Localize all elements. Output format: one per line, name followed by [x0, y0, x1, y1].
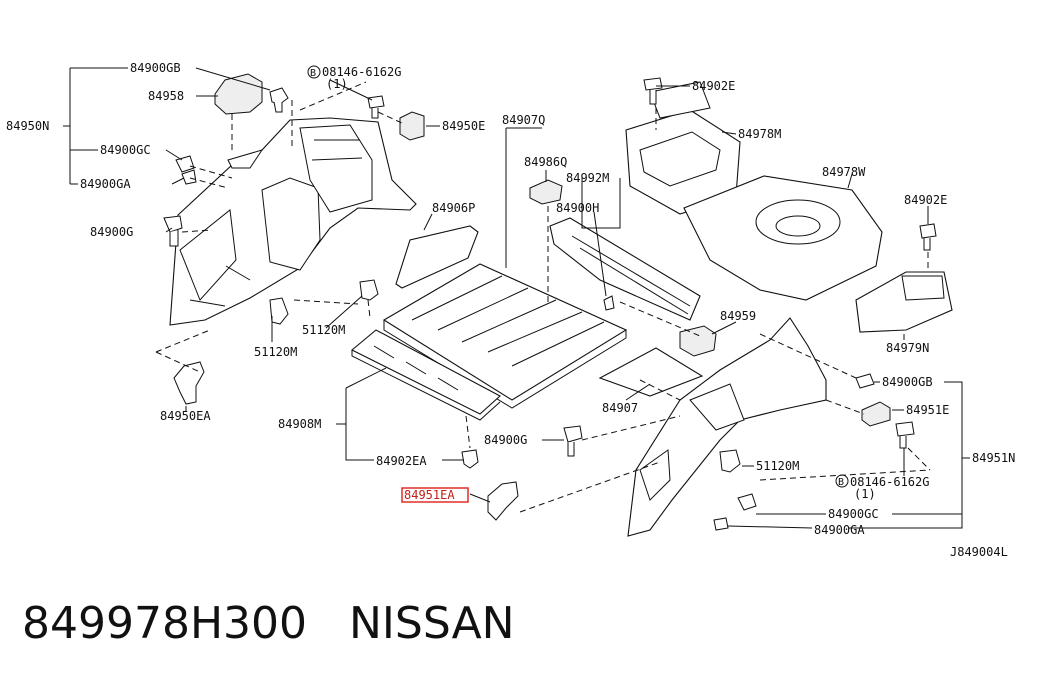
- label-84978m: 84978M: [738, 127, 781, 141]
- part-number: 849978H300: [22, 598, 308, 649]
- bolt-marker-right-letter: B: [838, 477, 844, 488]
- bracket-84950ea: [173, 361, 205, 405]
- bracket-84950e: [399, 111, 425, 141]
- clip-84900gc-right: [737, 493, 757, 511]
- label-51120m-right: 51120M: [756, 459, 799, 473]
- label-84900gb-top: 84900GB: [130, 61, 181, 75]
- panel-84992m: [549, 217, 701, 321]
- floor-board-84907q: [382, 263, 628, 409]
- bolt-08146-right: [895, 421, 915, 449]
- bolt-08146-top: [367, 95, 385, 119]
- label-84908m: 84908M: [278, 417, 321, 431]
- label-84900ga-left: 84900GA: [80, 177, 131, 191]
- box-84978m: [625, 81, 741, 215]
- label-84900gc-right: 84900GC: [828, 507, 879, 521]
- clip-84900h: [603, 295, 615, 311]
- label-84900gc-left: 84900GC: [100, 143, 151, 157]
- clip-84902ea: [461, 449, 479, 469]
- label-84992m: 84992M: [566, 171, 609, 185]
- label-84907: 84907: [602, 401, 638, 415]
- clip-84900g-mid: [563, 425, 583, 457]
- highlight-box-84951ea: [401, 487, 469, 503]
- label-84900gb-right: 84900GB: [882, 375, 933, 389]
- label-qty-top: (1): [326, 77, 348, 91]
- label-84959: 84959: [720, 309, 756, 323]
- label-84900ga-right: 84900GA: [814, 523, 865, 537]
- clip-51120m-left-a: [269, 297, 289, 325]
- label-51120m-b: 51120M: [254, 345, 297, 359]
- cap-84959: [679, 325, 717, 357]
- assembly-dashed-lines: [155, 81, 931, 513]
- cover-84906p: [395, 225, 479, 289]
- label-84900g-left: 84900G: [90, 225, 133, 239]
- right-side-trim-panel: [627, 317, 827, 537]
- label-84950e: 84950E: [442, 119, 485, 133]
- label-qty-right: (1): [854, 487, 876, 501]
- label-84951e: 84951E: [906, 403, 949, 417]
- label-84950n: 84950N: [6, 119, 49, 133]
- bolt-marker-top-letter: B: [310, 68, 316, 79]
- clip-84900ga-left: [181, 169, 197, 185]
- parts-diagram: B B 84900GB 84958 84950N 84900GC 84900GA…: [6, 61, 1015, 559]
- grommet-84986q: [529, 179, 563, 205]
- clip-84900gb-left: [269, 87, 289, 113]
- bracket-84951e: [861, 401, 891, 427]
- brand-name: NISSAN: [349, 598, 515, 649]
- clip-84902e-top: [643, 77, 663, 105]
- clip-84900gb-right: [855, 373, 875, 389]
- label-84986q: 84986Q: [524, 155, 567, 169]
- bracket-84951ea: [487, 481, 519, 521]
- bolt-marker-top: [307, 65, 321, 79]
- label-84950ea: 84950EA: [160, 409, 211, 423]
- label-08146-6162g-right: 08146-6162G: [850, 475, 929, 489]
- clip-84900ga-right: [713, 517, 729, 531]
- clip-84900g-left: [163, 215, 183, 247]
- box-84979n: [855, 271, 953, 333]
- cap-84958: [214, 73, 263, 115]
- label-84900g-mid: 84900G: [484, 433, 527, 447]
- diagram-code: J849004L: [950, 545, 1008, 559]
- label-84958: 84958: [148, 89, 184, 103]
- label-84902e-top: 84902E: [692, 79, 735, 93]
- label-84978w: 84978W: [822, 165, 866, 179]
- clip-51120m-right: [719, 449, 741, 473]
- clip-84902e-right: [919, 223, 937, 251]
- left-side-trim-panel: [169, 117, 417, 326]
- label-84951ea: 84951EA: [404, 488, 455, 502]
- board-84907: [598, 347, 704, 397]
- part-labels: 84900GB 84958 84950N 84900GC 84900GA 849…: [6, 61, 1015, 559]
- label-08146-6162g-top: 08146-6162G: [322, 65, 401, 79]
- label-84979n: 84979N: [886, 341, 929, 355]
- lower-board-84908m: [351, 329, 501, 421]
- label-84900h: 84900H: [556, 201, 599, 215]
- leader-lines: [63, 67, 970, 529]
- label-84902e-right: 84902E: [904, 193, 947, 207]
- bolt-marker-right: [835, 474, 849, 488]
- footer-caption: 849978H300 NISSAN: [22, 598, 515, 649]
- label-84951n: 84951N: [972, 451, 1015, 465]
- label-84907q: 84907Q: [502, 113, 545, 127]
- clip-84900gc-left: [175, 155, 195, 173]
- label-51120m-a: 51120M: [302, 323, 345, 337]
- label-84906p: 84906P: [432, 201, 475, 215]
- clip-51120m-left-b: [359, 279, 379, 301]
- tray-84978w: [683, 175, 883, 301]
- label-84902ea: 84902EA: [376, 454, 427, 468]
